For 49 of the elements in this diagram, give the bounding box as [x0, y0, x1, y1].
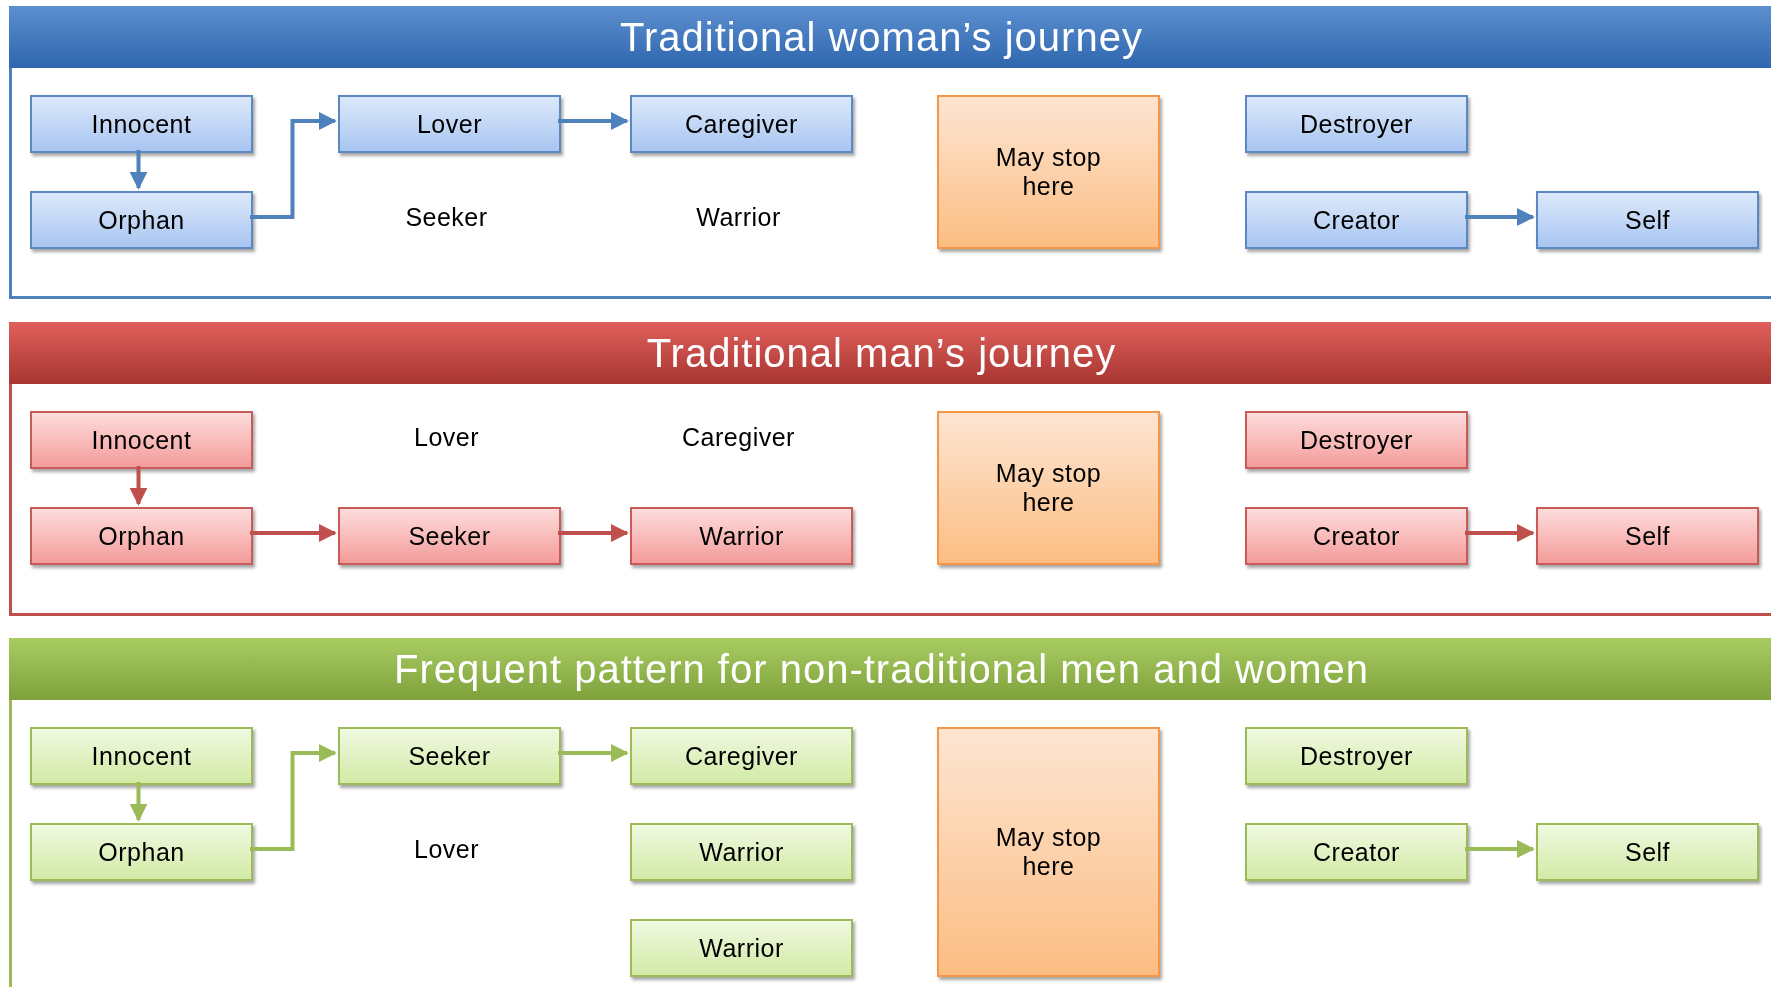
arrow	[1465, 840, 1535, 858]
archetype-box: Creator	[1245, 191, 1468, 249]
arrow	[250, 744, 337, 851]
archetype-label: Warrior	[696, 202, 781, 232]
header-band: Traditional woman’s journey	[9, 6, 1771, 68]
archetype-box: Destroyer	[1245, 727, 1468, 785]
archetype-box: Orphan	[30, 823, 253, 881]
archetype-label: Seeker	[405, 202, 488, 232]
archetype-box: Lover	[338, 95, 561, 153]
archetype-label: Lover	[414, 422, 479, 452]
note-box: May stop here	[937, 411, 1160, 565]
arrow	[129, 150, 148, 190]
panel	[9, 322, 1771, 616]
archetype-box: Self	[1536, 507, 1759, 565]
archetype-box: Destroyer	[1245, 95, 1468, 153]
archetype-box: Orphan	[30, 507, 253, 565]
archetype-box: Warrior	[630, 919, 853, 977]
arrow	[558, 744, 629, 762]
archetype-box: Creator	[1245, 823, 1468, 881]
arrow	[558, 524, 629, 542]
note-box: May stop here	[937, 95, 1160, 249]
panel	[9, 638, 1771, 987]
archetype-label: Lover	[414, 834, 479, 864]
archetype-box: Innocent	[30, 727, 253, 785]
arrow	[1465, 524, 1535, 542]
arrow	[1465, 208, 1535, 226]
arrow	[558, 112, 629, 130]
archetype-label: Caregiver	[682, 422, 795, 452]
archetype-box: Seeker	[338, 727, 561, 785]
arrow	[129, 466, 148, 506]
arrow	[250, 112, 337, 219]
archetype-box: Innocent	[30, 411, 253, 469]
archetype-box: Warrior	[630, 507, 853, 565]
panel	[9, 6, 1771, 299]
archetype-box: Destroyer	[1245, 411, 1468, 469]
archetype-box: Self	[1536, 191, 1759, 249]
archetype-box: Seeker	[338, 507, 561, 565]
archetype-box: Self	[1536, 823, 1759, 881]
note-box: May stop here	[937, 727, 1160, 977]
archetype-box: Caregiver	[630, 727, 853, 785]
archetype-box: Caregiver	[630, 95, 853, 153]
arrow	[250, 524, 337, 542]
header-band: Frequent pattern for non-traditional men and women	[9, 638, 1771, 700]
arrow	[129, 782, 148, 822]
archetype-box: Orphan	[30, 191, 253, 249]
header-band: Traditional man’s journey	[9, 322, 1771, 384]
archetype-box: Innocent	[30, 95, 253, 153]
archetype-box: Creator	[1245, 507, 1468, 565]
archetype-box: Warrior	[630, 823, 853, 881]
